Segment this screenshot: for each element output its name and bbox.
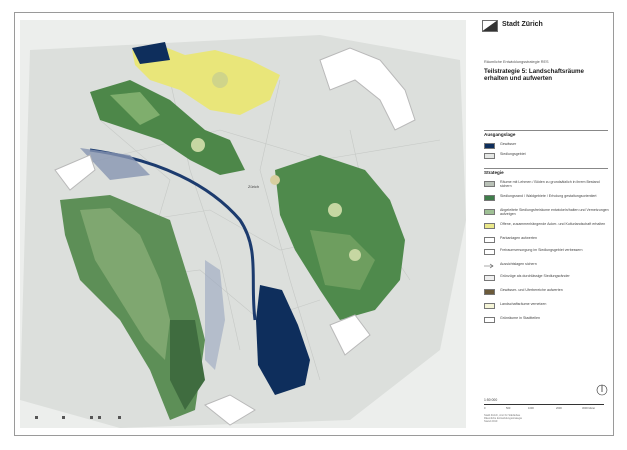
legend-swatch [484, 289, 495, 295]
legend-item: Offene, zusammenhängende Acker- und Kult… [484, 222, 612, 234]
legend-item: Landschaftsräume vernetzen [484, 302, 612, 314]
legend-item: Gewässer [484, 142, 612, 154]
legend-label: Grünräume in Stadtteilen [500, 316, 540, 320]
map-svg: Zürich [20, 20, 466, 428]
legend-swatch [484, 195, 495, 201]
river-limmat [89, 148, 257, 321]
legend-swatch [484, 317, 495, 323]
north-arrow-icon [596, 384, 608, 396]
legend-swatch [484, 181, 495, 187]
legend-item: Freiraumversorgung im Siedlungsgebiet ve… [484, 248, 612, 260]
scale-tick: 2000 [556, 407, 562, 410]
legend-swatch [484, 223, 495, 229]
legend-label: Freiraumversorgung im Siedlungsgebiet ve… [500, 248, 583, 252]
legend-swatch [484, 143, 495, 149]
page-title: Teilstrategie 5: Landschaftsräume erhalt… [484, 68, 608, 82]
legend-label: Siedlungsrand / Waldgebiete / Erholung g… [500, 194, 597, 198]
viewpoint-east-2 [349, 249, 361, 261]
forest-east-light [310, 230, 375, 290]
divider [484, 130, 608, 131]
legend-swatch [484, 153, 495, 159]
footer-credits: Stadt Zürich, Amt für Städtebau Räumlich… [484, 414, 608, 423]
scale-line [484, 404, 604, 406]
river-sihl [205, 260, 225, 370]
title-line-2: erhalten und aufwerten [484, 75, 553, 82]
page-subtitle: Räumliche Entwicklungsstrategie RES [484, 60, 549, 64]
scale-bar: 1:50 000 0 500 1000 2000 3000 Meter [484, 398, 604, 412]
map-label-city: Zürich [248, 184, 259, 189]
lake-zurich [256, 285, 310, 395]
scale-tick: 0 [484, 407, 486, 410]
footer-line: Stand 2010 [484, 420, 498, 423]
legend-item: Parkanlagen aufwerten [484, 236, 612, 248]
legend-label: Gewässer- und Uferbereiche aufwerten [500, 288, 563, 292]
legend-label: Gewässer [500, 142, 517, 146]
scale-tick: 1000 [528, 407, 534, 410]
viewpoint-center [270, 175, 280, 185]
legend-section-baseline: Ausgangslage [484, 132, 516, 137]
legend-swatch [484, 237, 495, 243]
pond-north [132, 42, 170, 64]
agri-highlight [212, 72, 228, 88]
legend-label: Grünzüge als durchlässige Siedlungsrände… [500, 274, 570, 278]
title-line-1: Teilstrategie 5: Landschaftsräume [484, 68, 584, 75]
landscape-connection-arrows [54, 47, 416, 426]
agri-north [132, 45, 280, 115]
map-canvas[interactable]: Zürich [20, 20, 466, 428]
river-corridor [80, 148, 150, 180]
forest-west-dark [170, 320, 205, 410]
forest-west-light [80, 208, 170, 360]
footer-line: Räumliche Entwicklungsstrategie [484, 417, 523, 420]
city-crest-icon [482, 20, 498, 32]
legend-item: Abgeleitete Siedlungsfreiräume entwickel… [484, 208, 612, 220]
legend-label: Aussichtslagen sichern [500, 262, 537, 266]
legend-item: Gewässer- und Uferbereiche aufwerten [484, 288, 612, 300]
legend-swatch [484, 275, 495, 281]
legend-item: Grünzüge als durchlässige Siedlungsrände… [484, 274, 612, 286]
legend-label: Offene, zusammenhängende Acker- und Kult… [500, 222, 606, 226]
viewpoint-north [191, 138, 205, 152]
divider [484, 168, 608, 169]
org-name: Stadt Zürich [502, 21, 543, 28]
legend-item: Siedlungsgebiet [484, 152, 612, 164]
legend-item: Aussichtslagen sichern [484, 262, 612, 274]
legend-section-strategy: Strategie [484, 170, 504, 175]
map-corner-markers [35, 416, 121, 419]
legend-label: Abgeleitete Siedlungsfreiräume entwickel… [500, 208, 609, 217]
legend-label: Räume mit Lehmen / Böden zu grundsätzlic… [500, 180, 600, 189]
scale-label: 1:50 000 [484, 398, 498, 402]
forest-north-light [110, 92, 160, 125]
legend-item: Siedlungsrand / Waldgebiete / Erholung g… [484, 194, 612, 206]
legend-item: Grünräume in Stadtteilen [484, 316, 612, 328]
legend-swatch [484, 209, 495, 215]
legend-label: Parkanlagen aufwerten [500, 236, 537, 240]
legend-swatch [484, 249, 495, 255]
scale-tick: 500 [506, 407, 511, 410]
legend-panel: Stadt Zürich Räumliche Entwicklungsstrat… [474, 18, 614, 430]
header-logo-row: Stadt Zürich [482, 18, 610, 36]
legend-item: Räume mit Lehmen / Böden zu grundsätzlic… [484, 180, 612, 192]
viewpoint-east-1 [328, 203, 342, 217]
view-arrow-icon [484, 263, 494, 269]
scale-tick: 3000 Meter [582, 407, 596, 410]
legend-label: Siedlungsgebiet [500, 152, 526, 156]
legend-label: Landschaftsräume vernetzen [500, 302, 547, 306]
footer-line: Stadt Zürich, Amt für Städtebau [484, 414, 521, 417]
legend-swatch [484, 303, 495, 309]
